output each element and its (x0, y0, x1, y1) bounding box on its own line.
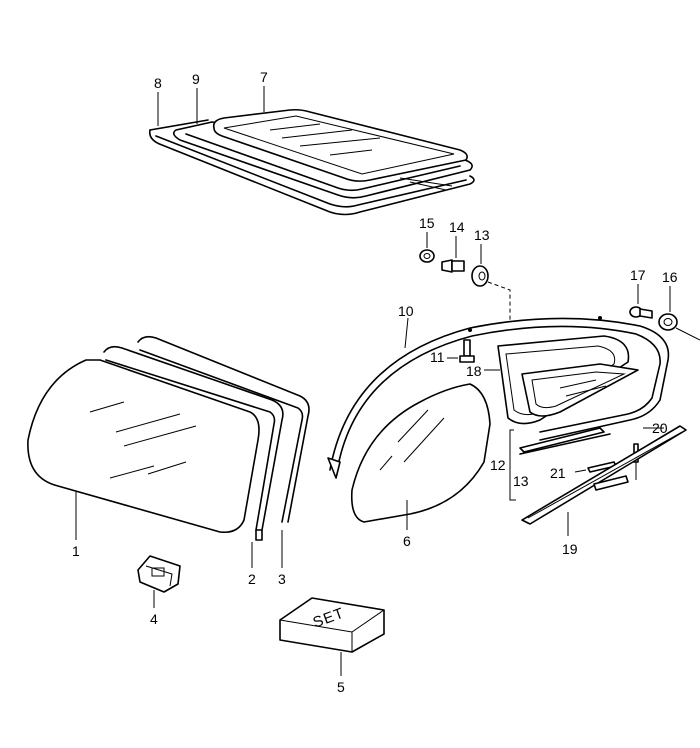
label-part-3: 3 (278, 571, 286, 587)
frame-seal (327, 316, 670, 479)
label-part-17: 17 (630, 267, 646, 283)
door-glass (350, 383, 491, 530)
label-part-2: 2 (248, 571, 256, 587)
set-box: SET (279, 597, 385, 676)
label-part-1: 1 (72, 543, 80, 559)
label-part-20: 20 (652, 420, 668, 436)
label-part-8: 8 (154, 75, 162, 91)
label-part-13-lower: 13 (513, 473, 529, 489)
label-part-4: 4 (150, 611, 158, 627)
windshield-seals (103, 335, 310, 568)
fasteners-right (629, 284, 700, 341)
roof-glass-assembly (148, 108, 475, 216)
label-part-10: 10 (398, 303, 414, 319)
label-part-18: 18 (466, 363, 482, 379)
label-part-7: 7 (260, 69, 268, 85)
part-labels: 1 2 3 4 5 6 7 8 9 10 11 12 13 13 14 15 1… (72, 69, 678, 695)
label-part-16: 16 (662, 269, 678, 285)
label-part-14: 14 (449, 219, 465, 235)
label-part-13: 13 (474, 227, 490, 243)
mirror-mount (137, 555, 181, 608)
leader-lines (157, 86, 265, 126)
label-part-5: 5 (337, 679, 345, 695)
seal-strips-12-13 (509, 427, 611, 501)
quarter-window (484, 335, 639, 425)
label-part-9: 9 (192, 71, 200, 87)
fasteners-top (419, 232, 511, 320)
label-part-19: 19 (562, 541, 578, 557)
label-part-6: 6 (403, 533, 411, 549)
lower-trim (521, 425, 687, 536)
windshield (27, 359, 260, 540)
label-part-12: 12 (490, 457, 506, 473)
clip-11 (447, 339, 475, 363)
label-part-11: 11 (430, 349, 445, 365)
label-part-15: 15 (419, 215, 435, 231)
label-part-21: 21 (550, 465, 566, 481)
